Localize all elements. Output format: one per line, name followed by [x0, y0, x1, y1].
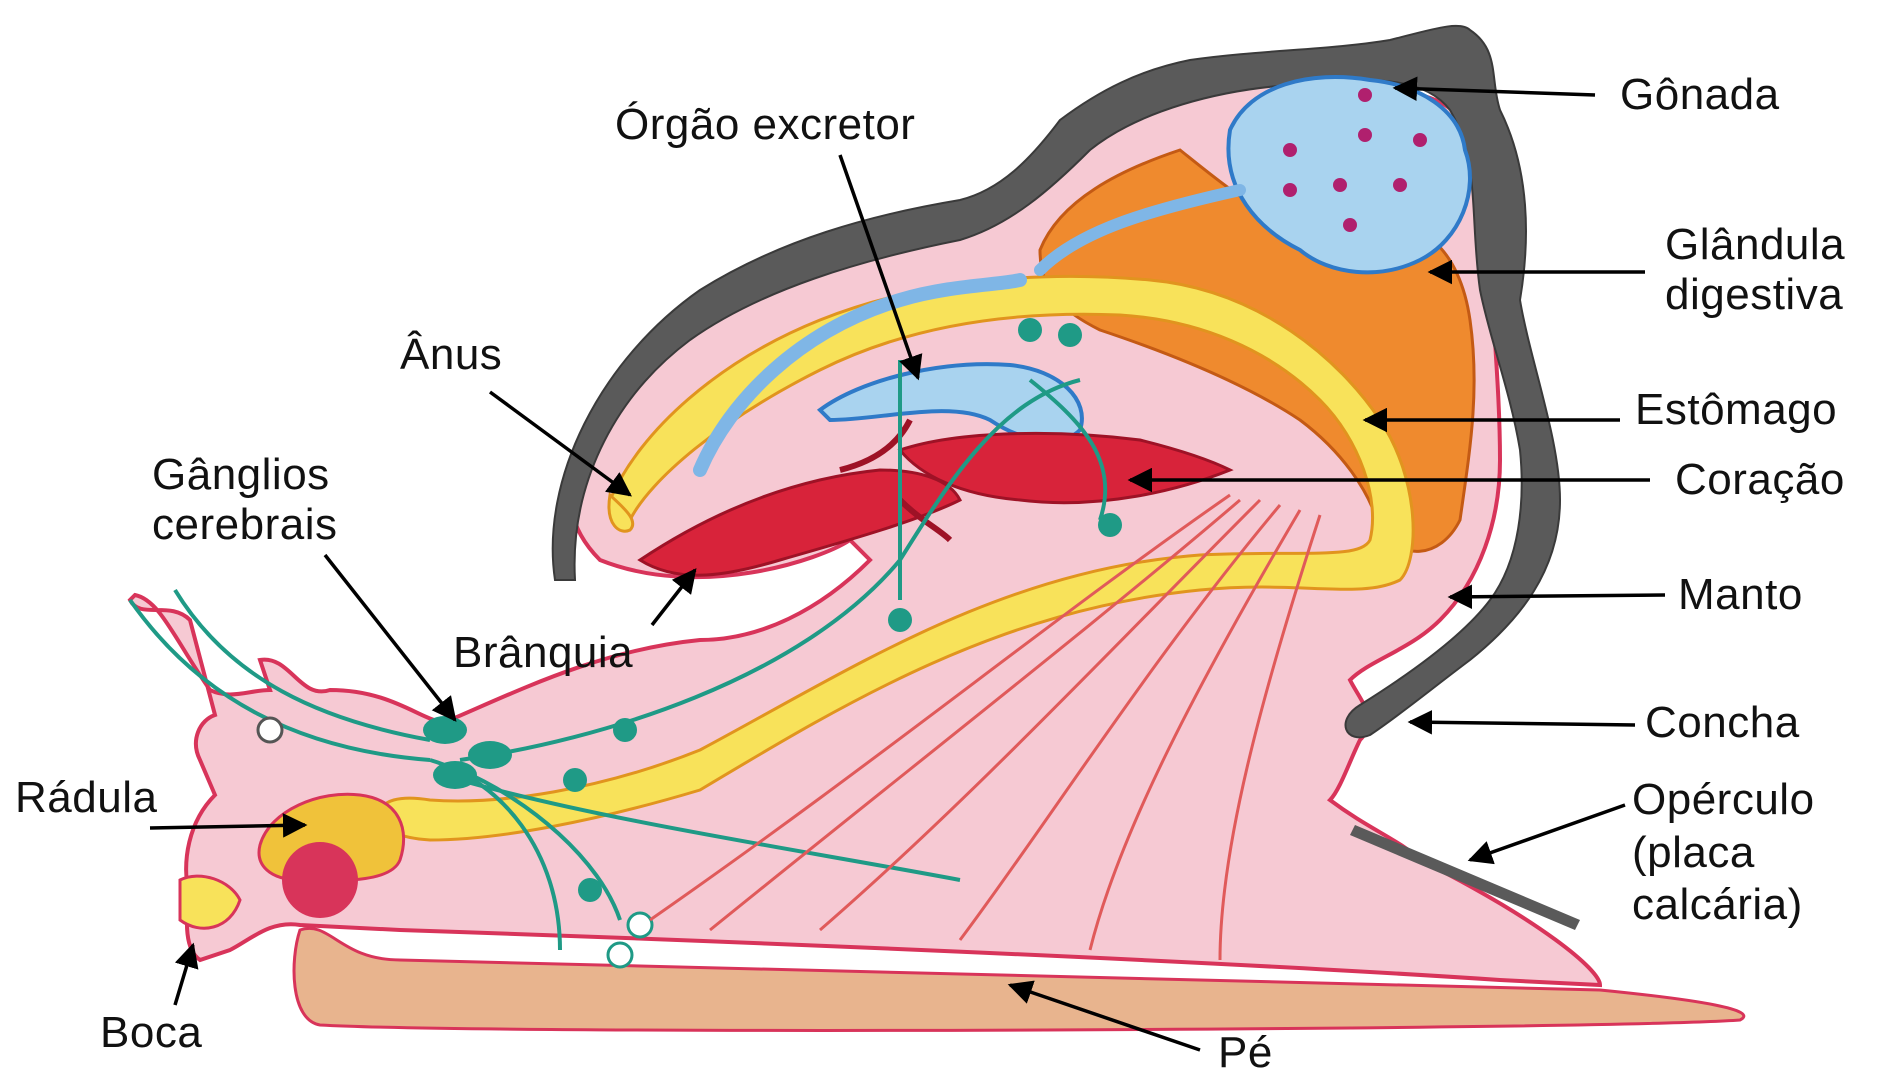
label-pe: Pé — [1218, 1028, 1273, 1078]
label-operculo-3: calcária) — [1632, 880, 1803, 930]
label-glandula-1: Glândula — [1665, 220, 1845, 270]
arrow-operculo — [1470, 805, 1625, 860]
label-operculo-1: Opérculo — [1632, 775, 1815, 825]
label-radula: Rádula — [15, 773, 157, 823]
arrow-concha — [1410, 722, 1635, 725]
label-ganglios-2: cerebrais — [152, 500, 337, 550]
label-manto: Manto — [1678, 570, 1803, 620]
arrow-boca — [175, 945, 193, 1005]
label-operculo-2: (placa — [1632, 828, 1755, 878]
label-boca: Boca — [100, 1008, 202, 1058]
label-concha: Concha — [1645, 698, 1800, 748]
label-estomago: Estômago — [1635, 385, 1837, 435]
label-anus: Ânus — [400, 330, 502, 380]
label-glandula-2: digestiva — [1665, 270, 1843, 320]
arrow-manto — [1450, 595, 1665, 597]
label-orgao-excretor: Órgão excretor — [615, 100, 915, 150]
label-coracao: Coração — [1675, 455, 1845, 505]
label-gonada: Gônada — [1620, 70, 1780, 120]
buccal-mass — [282, 842, 358, 918]
label-ganglios-1: Gânglios — [152, 450, 330, 500]
label-branquia: Brânquia — [453, 628, 633, 678]
